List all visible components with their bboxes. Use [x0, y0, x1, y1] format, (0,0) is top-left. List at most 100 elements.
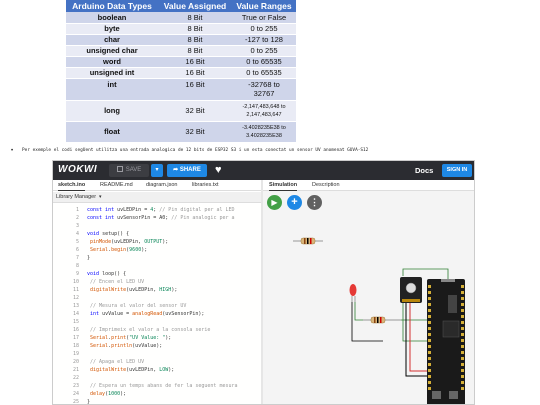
- tab-diagram[interactable]: diagram.json: [146, 182, 178, 188]
- tab-simulation[interactable]: Simulation: [269, 181, 298, 191]
- save-options-dropdown[interactable]: ▾: [151, 164, 163, 177]
- save-button[interactable]: SAVE: [109, 164, 149, 177]
- share-label: SHARE: [179, 167, 201, 173]
- tab-sketch[interactable]: sketch.ino: [58, 181, 86, 191]
- red-led[interactable]: [349, 284, 357, 302]
- code-line: 23 // Espera un temps abans de fer la se…: [72, 383, 238, 389]
- range-cell: 0 to 255: [232, 45, 296, 57]
- table-header-row: Arduino Data Types Value Assigned Value …: [66, 0, 296, 12]
- library-manager-dropdown[interactable]: Library Manager▾: [53, 192, 261, 203]
- range-cell: 0 to 65535: [232, 56, 296, 68]
- simulation-canvas[interactable]: ▶ + ⋮: [263, 191, 474, 405]
- esp32-s3-board[interactable]: [427, 279, 465, 405]
- range-cell: 0 to 65535: [232, 67, 296, 79]
- code-line: 12: [72, 295, 79, 301]
- resistor-top[interactable]: [293, 237, 323, 245]
- top-bar: WOKWI SAVE ▾ ➦ SHARE ♥ Docs SIGN IN: [53, 161, 474, 180]
- range-line: 3.4028235E38: [246, 132, 282, 139]
- code-line: 13 // Mesura el valor del sensor UV: [72, 303, 187, 309]
- chevron-down-icon: ▾: [155, 167, 159, 173]
- code-line: 19: [72, 351, 79, 357]
- range-line: 32767: [253, 89, 275, 98]
- type-cell: unsigned int: [66, 67, 158, 79]
- type-cell: char: [66, 34, 158, 46]
- code-line: 17 Serial.print("UV Value: ");: [72, 335, 172, 341]
- range-line: -2,147,483,648 to: [242, 103, 286, 110]
- tab-description[interactable]: Description: [312, 182, 340, 188]
- editor-tabs: sketch.ino README.md diagram.json librar…: [53, 180, 261, 191]
- library-manager-label: Library Manager: [56, 194, 97, 200]
- range-line: 2,147,483,647: [246, 111, 282, 118]
- share-icon: ➦: [173, 167, 180, 173]
- description-text: Per exemple el codi segUent utilitza una…: [22, 148, 369, 153]
- type-cell: byte: [66, 23, 158, 35]
- resistor-led[interactable]: [363, 316, 401, 324]
- size-cell: 8 Bit: [158, 23, 232, 35]
- bullet-icon: •: [11, 148, 14, 154]
- sign-in-button[interactable]: SIGN IN: [442, 164, 472, 177]
- code-line: 15: [72, 319, 79, 325]
- type-cell: word: [66, 56, 158, 68]
- code-line: 25}: [72, 399, 91, 405]
- code-line: 24 delay(1000);: [72, 391, 127, 397]
- table-header: Value Assigned: [158, 0, 232, 12]
- add-part-icon[interactable]: +: [287, 195, 302, 210]
- range-line: -32768 to: [248, 80, 280, 89]
- size-cell: 8 Bit: [158, 12, 232, 24]
- wokwi-logo[interactable]: WOKWI: [58, 164, 98, 175]
- type-cell: float: [66, 121, 158, 143]
- save-icon: [116, 166, 123, 172]
- code-line: 14 int uvValue = analogRead(uvSensorPin)…: [72, 311, 205, 317]
- circuit-diagram: [293, 237, 465, 405]
- uv-sensor-module[interactable]: [400, 277, 422, 303]
- code-line: 18 Serial.println(uvValue);: [72, 343, 163, 349]
- chevron-down-icon: ▾: [99, 194, 102, 200]
- table-row: unsigned int 16 Bit 0 to 65535: [66, 67, 296, 79]
- code-line: 20 // Apaga el LED UV: [72, 359, 145, 365]
- more-options-icon[interactable]: ⋮: [307, 195, 322, 210]
- size-cell: 8 Bit: [158, 34, 232, 46]
- code-line: 10 // Encen el LED UV: [72, 279, 145, 285]
- code-line: 8: [75, 263, 79, 269]
- table-row: byte 8 Bit 0 to 255: [66, 23, 296, 35]
- tab-readme[interactable]: README.md: [100, 182, 133, 188]
- data-types-table: Arduino Data Types Value Assigned Value …: [66, 0, 296, 143]
- tab-libraries[interactable]: libraries.txt: [192, 182, 219, 188]
- wokwi-window: WOKWI SAVE ▾ ➦ SHARE ♥ Docs SIGN IN sket…: [52, 160, 475, 405]
- simulation-tabs: Simulation Description: [263, 180, 474, 191]
- table-row: boolean 8 Bit True or False: [66, 12, 296, 24]
- table-row: word 16 Bit 0 to 65535: [66, 56, 296, 68]
- code-line: 6 Serial.begin(9600);: [75, 247, 148, 253]
- type-cell: boolean: [66, 12, 158, 24]
- size-cell: 16 Bit: [158, 67, 232, 79]
- type-cell: int: [66, 78, 158, 101]
- share-button[interactable]: ➦ SHARE: [167, 164, 207, 177]
- range-cell: True or False: [232, 12, 296, 24]
- save-label: SAVE: [125, 167, 142, 173]
- range-line: -3.4028235E38 to: [242, 124, 286, 131]
- code-line: 5 pinMode(uvLEDPin, OUTPUT);: [75, 239, 169, 245]
- size-cell: 32 Bit: [158, 121, 232, 143]
- table-header: Value Ranges: [232, 0, 296, 12]
- range-cell: -127 to 128: [232, 34, 296, 46]
- code-line: 7}: [75, 255, 91, 261]
- table-header: Arduino Data Types: [66, 0, 158, 12]
- type-cell: unsigned char: [66, 45, 158, 57]
- size-cell: 8 Bit: [158, 45, 232, 57]
- play-icon[interactable]: ▶: [267, 195, 282, 210]
- pane-divider[interactable]: [261, 180, 263, 404]
- code-line: 21 digitalWrite(uvLEDPin, LOW);: [72, 367, 175, 373]
- size-cell: 16 Bit: [158, 78, 232, 101]
- heart-icon[interactable]: ♥: [215, 164, 222, 176]
- range-cell: 0 to 255: [232, 23, 296, 35]
- docs-link[interactable]: Docs: [415, 166, 434, 175]
